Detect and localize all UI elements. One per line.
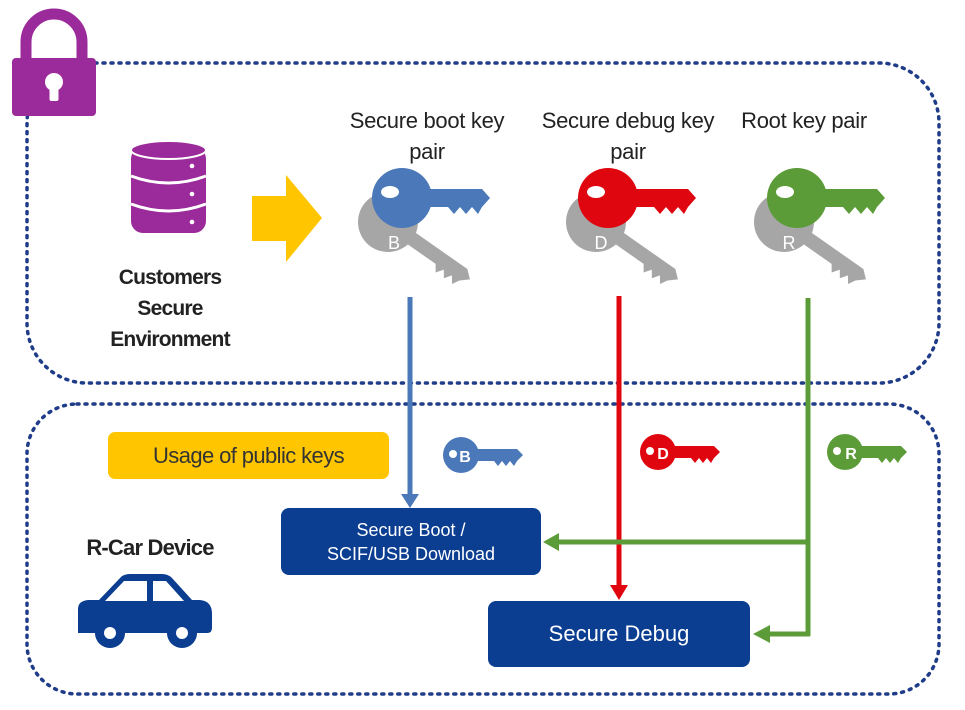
secure-debug-key-pair-title: Secure debug key pair [532,105,724,167]
svg-text:D: D [595,233,608,253]
svg-text:R: R [845,446,857,463]
usage-public-keys-label: Usage of public keys [153,443,345,468]
secure-env-line3: Environment [110,328,230,351]
secure-boot-box [281,508,541,575]
usage-public-keys-pill [108,432,389,479]
device-region [25,402,941,696]
r-car-device-label: R-Car Device [86,535,214,560]
arrow-right-icon [252,175,322,262]
key-pair-title-line1: Secure boot key [349,108,505,133]
secure-debug-box [488,601,750,667]
public-key-b-icon [443,437,523,473]
key-pair-title-line1: Root key pair [741,108,867,133]
database-icon [130,140,207,233]
red-connector-arrow [610,296,628,600]
secure-debug-box-label: Secure Debug [548,621,690,646]
secure-boot-key-pair-title: Secure boot key pair [336,105,518,167]
root-key-pair-icon: R [754,168,885,284]
lock-icon [12,8,96,116]
secure-boot-line2: SCIF/USB Download [326,543,496,564]
secure-env-line2: Secure [137,297,203,320]
secure-debug-key-pair-icon: D [566,168,696,284]
public-key-d-icon [640,434,720,470]
svg-text:D: D [657,446,669,463]
public-key-r-icon [827,434,907,470]
blue-connector-arrow [401,297,419,508]
secure-boot-box-label: Secure Boot / SCIF/USB Download [281,508,541,575]
customers-secure-environment-label: Customers Secure Environment [90,262,250,355]
car-icon [78,574,212,648]
green-connector-arrows [543,298,811,643]
secure-boot-line1: Secure Boot / [356,519,466,540]
key-pair-title-line2: pair [610,139,646,164]
key-pair-title-line1: Secure debug key [541,108,715,133]
svg-text:B: B [459,449,471,466]
secure-env-line1: Customers [118,266,222,289]
secure-environment-region [25,61,941,385]
key-pair-title-line2: pair [409,139,445,164]
svg-text:R: R [783,233,796,253]
root-key-pair-title: Root key pair [728,105,880,136]
svg-text:B: B [388,233,400,253]
secure-boot-key-pair-icon: B [358,168,490,284]
